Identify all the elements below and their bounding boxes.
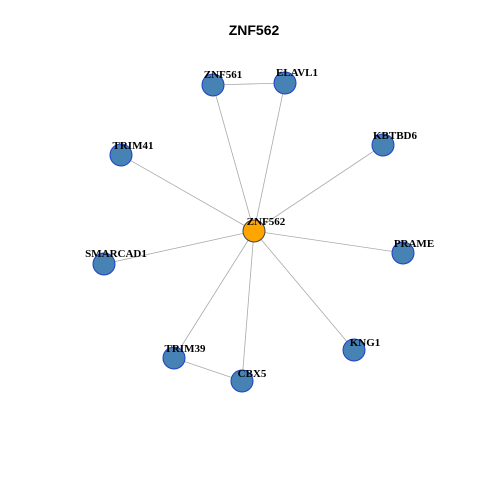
node-cbx5[interactable] [230, 369, 254, 393]
edge-znf562-smarcad1 [103, 230, 255, 265]
node-label-cbx5: CBX5 [238, 368, 267, 380]
edge-znf562-kng1 [253, 230, 355, 351]
node-layer [92, 71, 415, 393]
node-label-trim41: TRIM41 [113, 140, 154, 152]
node-trim41[interactable] [109, 143, 133, 167]
edge-znf562-cbx5 [241, 230, 255, 382]
edge-znf562-kbtbd6 [253, 144, 384, 232]
edge-trim39-cbx5 [173, 357, 243, 382]
node-prame[interactable] [391, 241, 415, 265]
node-label-kbtbd6: KBTBD6 [373, 130, 418, 142]
edge-znf562-elavl1 [253, 82, 286, 232]
edge-layer [103, 82, 404, 382]
node-znf561[interactable] [201, 73, 225, 97]
node-label-znf562: ZNF562 [247, 216, 286, 228]
edge-znf562-prame [253, 230, 404, 254]
node-label-znf561: ZNF561 [204, 69, 243, 81]
diagram-title: ZNF562 [229, 22, 280, 38]
node-kng1[interactable] [342, 338, 366, 362]
edge-znf562-trim39 [173, 230, 255, 359]
node-label-trim39: TRIM39 [165, 343, 206, 355]
node-label-elavl1: ELAVL1 [276, 67, 318, 79]
node-kbtbd6[interactable] [371, 133, 395, 157]
node-label-prame: PRAME [394, 238, 434, 250]
edge-znf561-elavl1 [212, 82, 286, 86]
edge-znf562-znf561 [212, 84, 255, 232]
node-elavl1[interactable] [273, 71, 297, 95]
node-label-smarcad1: SMARCAD1 [85, 248, 147, 260]
node-znf562[interactable] [242, 219, 266, 243]
node-smarcad1[interactable] [92, 252, 116, 276]
node-label-kng1: KNG1 [350, 337, 381, 349]
edge-znf562-trim41 [120, 154, 255, 232]
node-trim39[interactable] [162, 346, 186, 370]
